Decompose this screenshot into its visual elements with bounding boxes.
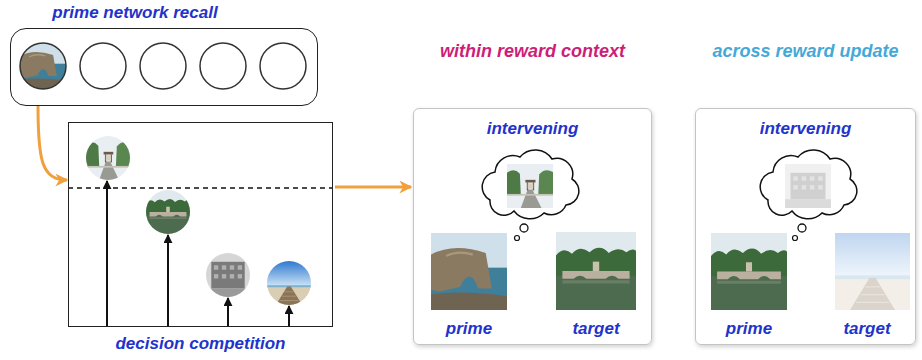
image-label: intervening [726, 118, 885, 140]
text-slot: intervening [453, 118, 612, 140]
text-slot: prime network recall [10, 2, 260, 24]
box-outline [68, 122, 333, 327]
panel-heading: within reward context [433, 40, 632, 63]
box-heading: decision competition [48, 333, 353, 355]
box-outline [695, 108, 916, 345]
recall-slots [20, 43, 306, 89]
image-label: target [546, 318, 646, 340]
image-label: intervening [453, 118, 612, 140]
recall-box: prime network recall [10, 2, 318, 105]
panel-heading: across reward update [705, 40, 906, 63]
within-pictures [431, 150, 636, 310]
competition-box: decision competition [68, 122, 333, 357]
across-pictures [711, 150, 910, 310]
flow-arrow [335, 186, 411, 189]
text-slot: across reward update [705, 40, 906, 63]
text-slot: intervening [726, 118, 885, 140]
image-label: prime [701, 318, 797, 340]
text-slot: target [546, 318, 646, 340]
image-label: prime [421, 318, 517, 340]
text-slot: prime [421, 318, 517, 340]
update-panel: across reward update intervening prime targ… [695, 40, 916, 345]
box-outline [10, 28, 318, 106]
flow-arrow [38, 106, 67, 180]
context-panel: within reward context intervening prime tar… [413, 40, 652, 345]
text-slot: target [823, 318, 911, 340]
text-slot: prime [701, 318, 797, 340]
text-slot: decision competition [48, 333, 353, 355]
text-slot: within reward context [433, 40, 632, 63]
image-label: target [823, 318, 911, 340]
box-heading: prime network recall [10, 2, 260, 24]
competition-bars [68, 136, 333, 327]
box-outline [413, 108, 652, 345]
